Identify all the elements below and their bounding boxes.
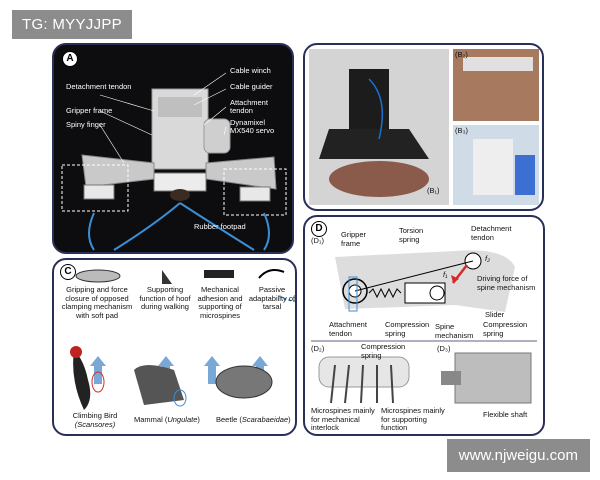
label-driving-force: Driving force of spine mechanism — [477, 274, 536, 292]
animal-bird: Climbing Bird (Scansores) — [72, 411, 118, 429]
label-detachment-tendon-d: Detachment tendon — [471, 224, 512, 242]
label-slider: Slider — [485, 310, 505, 319]
robot-photo — [309, 49, 449, 205]
label-gripper-frame-d: Gripper frame — [341, 230, 367, 248]
photo-b3 — [453, 125, 539, 205]
label-d1: (D₁) — [311, 236, 324, 245]
label-b3: (B₃) — [455, 126, 469, 135]
microspine-photo — [453, 49, 539, 121]
panel-b: B (B₁) (B₂) (B₃) — [303, 43, 544, 211]
label-attachment-tendon: Attachment tendon — [230, 98, 268, 115]
label-servo: Dynamixel MX540 servo — [230, 118, 275, 135]
gripper-illustration — [61, 72, 287, 251]
label-flexible-shaft: Flexible shaft — [483, 410, 528, 419]
label-d3: (D₃) — [437, 344, 451, 353]
label-microspines-interlock: Microspines mainly for mechanical interl… — [311, 406, 375, 432]
label-spine-mechanism: Spine mechanism — [435, 322, 474, 340]
feature-microspines: Mechanical adhesion and supporting of mi… — [197, 285, 243, 320]
label-b2: (B₂) — [455, 50, 468, 59]
mechanism-diagram — [311, 250, 537, 404]
site-watermark: www.njweigu.com — [446, 439, 590, 472]
panel-d: D (D₁) Gripper frame Torsion spring — [303, 215, 545, 436]
label-spiny-finger: Spiny finger — [66, 120, 106, 129]
feature-gripping: Gripping and force closure of opposed cl… — [61, 285, 133, 320]
feature-hoof: Supporting function of hoof during walki… — [139, 285, 191, 311]
label-compression-spring-2: Compression spring — [483, 320, 528, 338]
label-torsion-spring: Torsion spring — [399, 226, 424, 244]
panel-a: A Detachment tendon Gripper frame Spin — [52, 43, 294, 254]
label-microspines-support: Microspines mainly for supporting functi… — [381, 406, 445, 432]
bioinspiration-illustration — [70, 269, 295, 410]
label-rubber-footpad: Rubber footpad — [194, 222, 246, 231]
label-b1: (B₁) — [427, 186, 440, 195]
label-gripper-frame: Gripper frame — [66, 106, 113, 115]
panel-d-letter: D — [311, 221, 327, 237]
label-f2: f₂ — [485, 254, 490, 263]
panel-a-letter: A — [62, 51, 78, 67]
label-cable-guider: Cable guider — [230, 82, 273, 91]
label-cable-winch: Cable winch — [230, 66, 271, 75]
label-f1: f₁ — [443, 270, 448, 279]
label-d2: (D₂) — [311, 344, 325, 353]
animal-mammal: Mammal (Ungulate) — [134, 415, 200, 424]
feature-tarsal: Passive adaptability of tarsal — [248, 285, 296, 311]
animal-beetle: Beetle (Scarabaeidae) — [216, 415, 291, 424]
label-compression-spring-1: Compression spring — [385, 320, 430, 338]
panel-c-letter: C — [60, 264, 76, 280]
label-compression-spring-3: Compression spring — [361, 342, 406, 360]
photo-b2 — [453, 49, 539, 121]
panel-c: C Gripping and force closure of opposed … — [52, 258, 297, 436]
label-attachment-tendon-d: Attachment tendon — [329, 320, 367, 338]
channel-tag: TG: MYYJJPP — [12, 10, 132, 39]
label-detachment-tendon: Detachment tendon — [66, 82, 132, 91]
hand-photo — [453, 125, 539, 205]
photo-b1 — [309, 49, 449, 205]
